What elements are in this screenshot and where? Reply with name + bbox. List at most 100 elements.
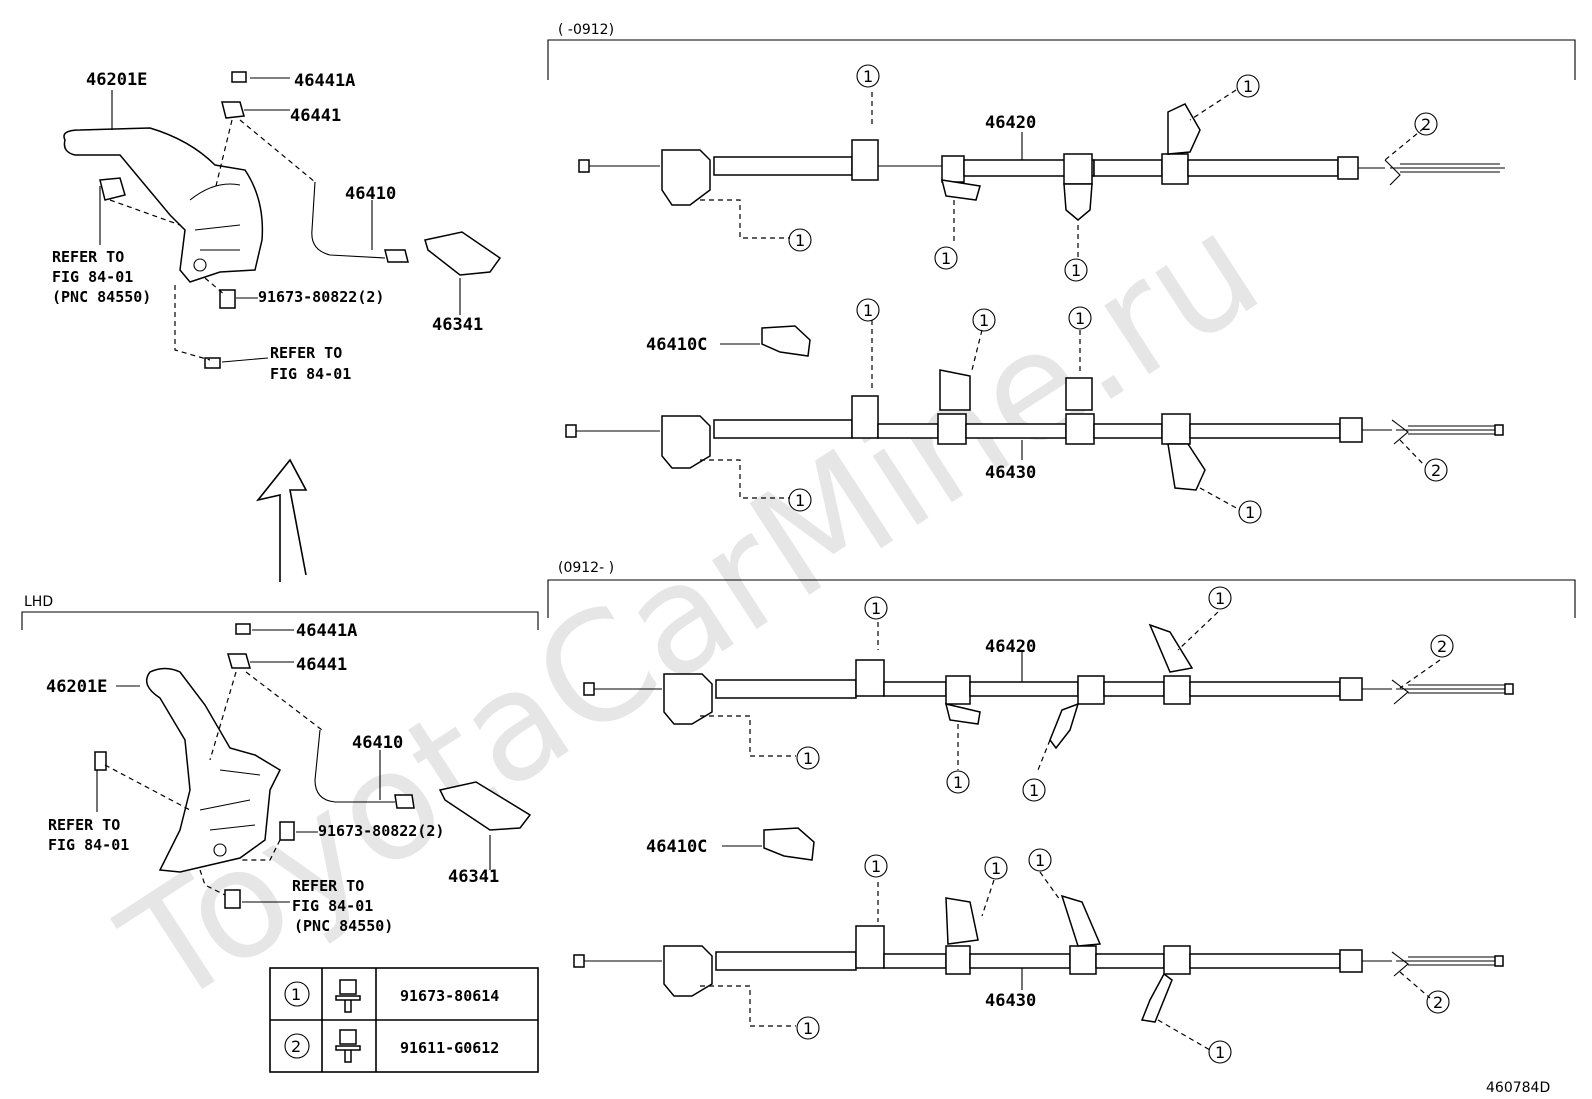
refer1-top-l1: REFER TO [52,248,124,266]
label-bolt-top: 91673-80822(2) [258,288,384,306]
legend-key-2: 2 [291,1037,301,1056]
direction-arrow [255,458,308,582]
label-equalizer-lhd: 46341 [448,867,499,887]
svg-text:1: 1 [871,857,881,876]
label-cable-top: 46410 [345,184,396,204]
svg-text:1: 1 [1215,589,1225,608]
legend-part-2: 91611-G0612 [400,1039,499,1057]
svg-text:2: 2 [1433,993,1443,1012]
label-cap-top: 46441 [290,106,341,126]
svg-text:1: 1 [1215,1043,1225,1062]
bolt-icon [335,979,361,1013]
cable-46430-early [565,369,1504,491]
label-cap-lhd: 46441 [296,655,347,675]
callout-1: 1 [796,746,820,770]
section-bracket-top [547,39,1576,80]
svg-text:1: 1 [941,249,951,268]
section-bracket-lhd [21,611,539,630]
cable-46420-early-leaders [700,89,1425,258]
svg-text:1: 1 [1029,781,1039,800]
callout-2: 2 [1424,458,1448,482]
callout-1: 1 [1208,586,1232,610]
callout-1: 1 [972,308,996,332]
label-bolt-lhd: 91673-80822(2) [318,822,444,840]
svg-text:1: 1 [953,773,963,792]
refer1-lhd-l2: FIG 84-01 [48,836,129,854]
refer2-lhd-l2: FIG 84-01 [292,897,373,915]
svg-text:1: 1 [795,491,805,510]
callout-1: 1 [796,1016,820,1040]
label-clip-a: 46410C [646,335,707,355]
legend-table: 1 2 91673-80614 91611-G0612 [269,967,539,1073]
refer1-lhd-l1: REFER TO [48,816,120,834]
callout-1: 1 [1068,306,1092,330]
svg-text:1: 1 [863,67,873,86]
label-cable-c2: 46430 [985,463,1036,483]
parking-brake-lever-lhd [94,623,532,909]
callout-1: 1 [856,64,880,88]
refer1-top-l3: (PNC 84550) [52,288,151,306]
cable-46430-early-leaders [700,320,1426,511]
svg-text:1: 1 [979,311,989,330]
callout-1: 1 [1236,74,1260,98]
callout-1: 1 [946,770,970,794]
label-equalizer-top: 46341 [432,315,483,335]
svg-text:1: 1 [1245,503,1255,522]
callout-1: 1 [864,854,888,878]
section-bracket-bottom [547,579,1576,618]
svg-text:1: 1 [803,1019,813,1038]
cable-46430-late-leaders [700,827,1431,1051]
svg-text:1: 1 [871,599,881,618]
label-lever-lhd: 46201E [46,677,107,697]
callout-2: 2 [1430,634,1454,658]
callout-1: 1 [1064,258,1088,282]
range-label-bottom: (0912- ) [558,560,614,576]
svg-text:1: 1 [863,301,873,320]
label-cable-lhd: 46410 [352,733,403,753]
refer1-top-l2: FIG 84-01 [52,268,133,286]
lhd-label: LHD [24,594,53,610]
callout-1: 1 [1028,848,1052,872]
callout-1: 1 [1208,1040,1232,1064]
svg-text:1: 1 [1243,77,1253,96]
refer2-top-l2: FIG 84-01 [270,365,351,383]
legend-key-1: 1 [291,985,301,1004]
label-cable-c4: 46430 [985,991,1036,1011]
svg-text:2: 2 [1421,115,1431,134]
label-cable-c3: 46420 [985,637,1036,657]
refer2-lhd-l1: REFER TO [292,877,364,895]
callout-1: 1 [934,246,958,270]
diagram-id: 460784D [1486,1080,1550,1096]
svg-text:2: 2 [1437,637,1447,656]
label-clip-b: 46410C [646,837,707,857]
watermark: ToyotaCarMine.ru [94,181,1289,1041]
refer2-top-l1: REFER TO [270,344,342,362]
label-cap-a-top: 46441A [294,71,355,91]
svg-text:1: 1 [1035,851,1045,870]
lhd-leaders [96,629,491,903]
parking-brake-lever-top [63,71,502,369]
svg-text:1: 1 [795,231,805,250]
callout-1: 1 [788,488,812,512]
svg-text:1: 1 [1075,309,1085,328]
refer2-lhd-l3: (PNC 84550) [294,917,393,935]
callout-2: 2 [1414,112,1438,136]
callout-1: 1 [856,298,880,322]
legend-part-1: 91673-80614 [400,987,499,1005]
svg-text:1: 1 [991,859,1001,878]
callout-1: 1 [864,596,888,620]
callout-1: 1 [1022,778,1046,802]
callouts: 1 1 2 1 1 1 1 1 1 1 1 2 1 1 2 1 1 1 1 1 … [788,64,1454,1064]
callout-1: 1 [788,228,812,252]
cable-46430-late [573,894,1504,1023]
label-cap-a-lhd: 46441A [296,621,357,641]
cable-46420-late-leaders [700,611,1441,771]
range-label-top: ( -0912) [558,22,614,38]
label-lever-top: 46201E [86,70,147,90]
callout-1: 1 [1238,500,1262,524]
cable-46420-late [583,623,1514,750]
top-left-leaders [99,77,461,363]
bolt-icon [335,1029,361,1063]
